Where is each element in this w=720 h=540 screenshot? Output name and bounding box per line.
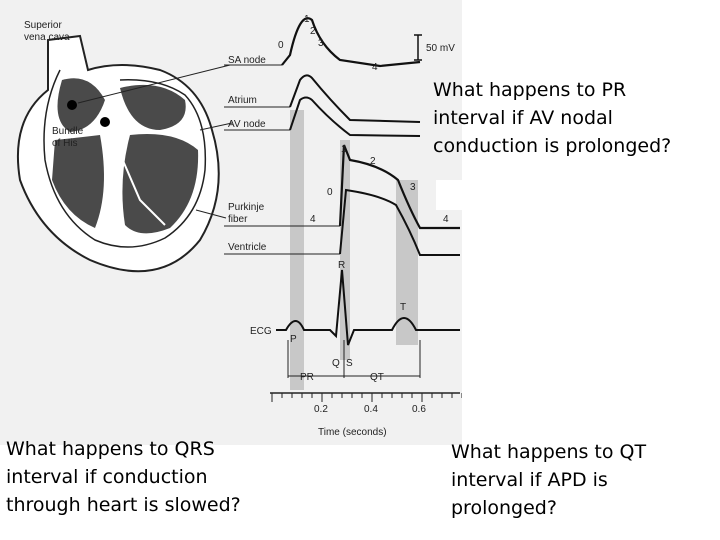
sa-phase-1: 1 [304, 14, 310, 25]
ecg-trace [276, 269, 460, 346]
heart-wall [43, 69, 207, 248]
av-node-dot [100, 117, 110, 127]
shaded-band-t [396, 180, 418, 345]
label-time-axis: Time (seconds) [318, 427, 387, 438]
white-patch [436, 180, 462, 210]
question-qrs-interval: What happens to QRS interval if conducti… [6, 438, 241, 516]
ecg-label-p: P [290, 334, 297, 345]
shaded-band-qrs [340, 140, 350, 360]
label-ecg: ECG [250, 326, 272, 337]
pk-phase-4-right: 4 [443, 214, 449, 225]
leader-av [199, 122, 233, 131]
label-atrium: Atrium [228, 95, 257, 106]
pk-phase-3: 3 [410, 182, 416, 193]
label-ventricle: Ventricle [228, 242, 267, 253]
atrium-trace [289, 74, 421, 123]
label-scale: 50 mV [426, 43, 455, 54]
time-tick-label-0.6: 0.6 [412, 404, 426, 415]
interval-label-pr: PR [300, 372, 314, 383]
time-axis-ticks [271, 393, 462, 402]
left-ventricle [122, 134, 199, 234]
shaded-band-pr [290, 110, 304, 390]
sa-phase-0: 0 [278, 40, 284, 51]
ecg-label-q: Q [332, 358, 340, 369]
pk-phase-2: 2 [370, 156, 376, 167]
purkinje-trace [338, 144, 460, 230]
av-node-trace [289, 96, 421, 137]
sa-phase-3: 3 [318, 38, 324, 49]
leader-sa [77, 64, 231, 104]
ecg-label-r: R [338, 260, 345, 271]
sa-phase-2: 2 [310, 26, 316, 37]
ventricle-trace [339, 188, 460, 256]
pk-phase-0: 0 [327, 187, 333, 198]
sa-node-trace [281, 17, 421, 68]
pk-phase-1: 1 [341, 144, 347, 155]
right-atrium [57, 78, 105, 132]
left-atrium [120, 84, 186, 130]
interval-label-qt: QT [370, 372, 384, 383]
bundle-branches [103, 121, 166, 231]
time-tick-label-0.4: 0.4 [364, 404, 378, 415]
question-pr-interval: What happens to PR interval if AV nodal … [433, 79, 672, 157]
label-av-node: AV node [228, 119, 266, 130]
right-ventricle [52, 135, 104, 228]
ecg-label-t: T [400, 302, 406, 313]
ecg-label-s: S [346, 358, 353, 369]
sa-node-dot [67, 100, 77, 110]
sa-phase-4: 4 [372, 62, 378, 73]
pk-phase-4-left: 4 [310, 214, 316, 225]
leader-purkinje [195, 209, 227, 219]
question-qt-interval: What happens to QT interval if APD is pr… [451, 441, 647, 519]
label-sa-node: SA node [228, 55, 266, 66]
time-tick-label-0.2: 0.2 [314, 404, 328, 415]
